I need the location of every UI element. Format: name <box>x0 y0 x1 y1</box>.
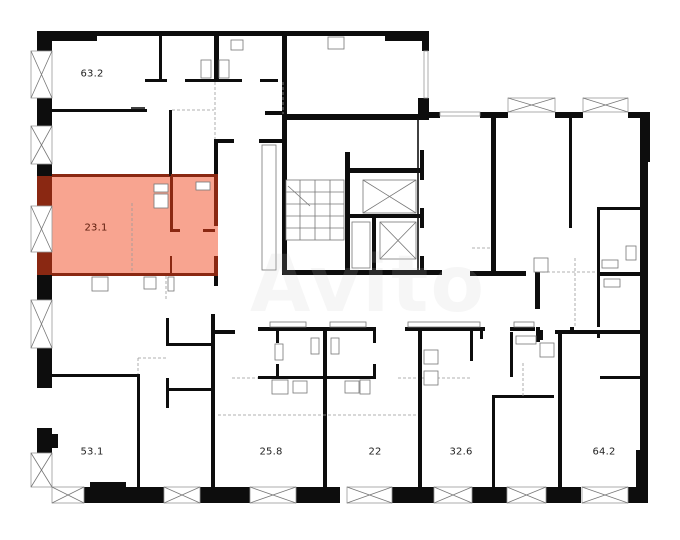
area-label-32-6: 32.6 <box>449 446 473 458</box>
area-label-23-1: 23.1 <box>84 222 108 234</box>
elevators <box>351 179 417 269</box>
unit-64-2[interactable] <box>562 331 640 487</box>
exterior-walls <box>37 31 650 503</box>
area-label-25-8: 25.8 <box>259 446 283 458</box>
highlighted-unit-fill[interactable] <box>52 176 218 275</box>
unit-53-1[interactable] <box>52 300 211 487</box>
unit-25-8[interactable] <box>215 378 323 487</box>
unit-22[interactable] <box>327 378 418 487</box>
area-label-53-1: 53.1 <box>80 446 104 458</box>
unit-63-2[interactable] <box>52 36 159 109</box>
area-label-64-2: 64.2 <box>592 446 616 458</box>
partitions <box>131 82 597 416</box>
stairwell <box>285 179 345 241</box>
fixtures <box>91 36 637 395</box>
area-label-22: 22 <box>368 446 382 458</box>
unit-32-6[interactable] <box>422 331 558 487</box>
windows <box>30 50 629 504</box>
interior-walls <box>52 36 642 489</box>
area-label-63-2: 63.2 <box>80 68 104 80</box>
